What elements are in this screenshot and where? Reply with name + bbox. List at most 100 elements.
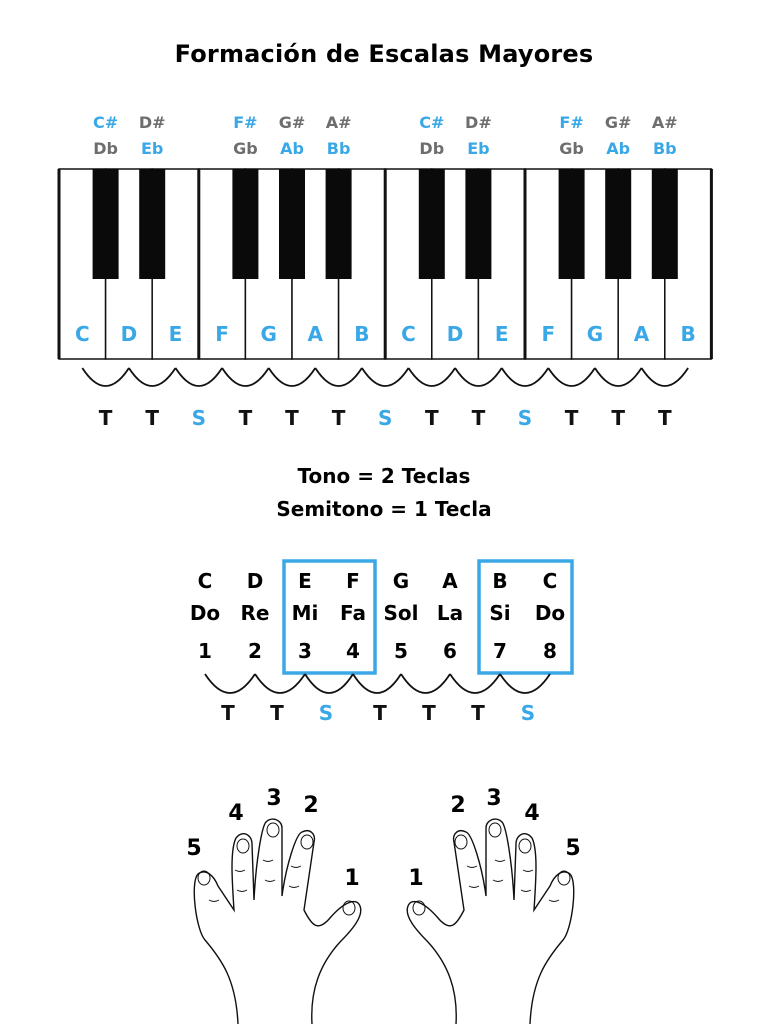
scale-degree: 8 [543, 639, 557, 663]
tone-label: T [611, 406, 626, 430]
black-key [418, 169, 445, 279]
flat-label: Bb [326, 139, 351, 158]
note-letter: D [246, 569, 264, 593]
scale-tone-label: T [221, 701, 235, 725]
scale-step-arc [449, 673, 501, 694]
step-arc [407, 367, 456, 387]
note-solfege: La [436, 601, 464, 625]
sharp-label: D# [465, 113, 492, 132]
note-letter: F [346, 569, 360, 593]
note-letter: B [492, 569, 508, 593]
black-key [651, 169, 678, 279]
flat-label: Eb [140, 139, 164, 158]
sharp-label: G# [604, 113, 632, 132]
flat-label: Ab [606, 139, 631, 158]
hands-illustration [193, 818, 575, 1024]
step-arc [128, 367, 177, 387]
step-arc [174, 367, 223, 387]
scale-tone-label: T [422, 701, 436, 725]
note-letter: G [392, 569, 410, 593]
tone-label: T [331, 406, 346, 430]
white-key-label: F [215, 322, 229, 346]
flat-label: Db [93, 139, 118, 158]
black-key [279, 169, 305, 279]
white-key-label: G [587, 322, 603, 346]
tone-label: T [657, 406, 672, 430]
scale-tone-label: T [373, 701, 387, 725]
scale-semitone-label: S [318, 701, 334, 725]
black-key [232, 169, 259, 279]
white-key-label: B [680, 322, 695, 346]
black-key [325, 169, 352, 279]
step-arc [500, 367, 550, 387]
scale-degree: 5 [394, 639, 408, 663]
white-key-label: D [447, 322, 464, 346]
scale-step-arc [204, 673, 256, 694]
legend-tono: Tono = 2 Teclas [297, 464, 471, 488]
scale-step-arc [254, 673, 306, 694]
left-finger-number: 3 [266, 786, 282, 811]
step-arc [594, 367, 643, 387]
note-letter: A [442, 569, 458, 593]
sharp-label: F# [559, 113, 584, 132]
left-finger-number: 2 [303, 793, 319, 818]
sharp-label: G# [278, 113, 306, 132]
scale-degree: 4 [346, 639, 360, 663]
scale-degree: 6 [443, 639, 457, 663]
tone-label: T [238, 406, 253, 430]
semitone-highlight-box [477, 559, 574, 675]
tone-label: T [98, 406, 113, 430]
white-key-label: G [260, 322, 276, 346]
white-key-label: A [308, 322, 324, 346]
flat-label: Bb [652, 139, 677, 158]
semitone-label: S [191, 406, 206, 430]
scale-tone-label: T [270, 701, 284, 725]
note-letter: E [298, 569, 312, 593]
scale-step-arc [400, 673, 451, 694]
step-arc [81, 367, 130, 387]
white-key-label: F [541, 322, 555, 346]
black-key [605, 169, 632, 279]
semitone-label: S [377, 406, 393, 430]
scale-tone-label: T [471, 701, 485, 725]
flat-label: Db [419, 139, 445, 158]
left-finger-number: 1 [344, 866, 360, 891]
black-key [92, 169, 119, 279]
step-arc [361, 367, 410, 387]
note-letter: C [542, 569, 558, 593]
scale-semitone-label: S [520, 701, 536, 725]
scale-degree: 2 [248, 639, 262, 663]
sharp-label: A# [325, 113, 352, 132]
tone-label: T [145, 406, 160, 430]
note-solfege: Re [240, 601, 270, 625]
sharp-label: A# [651, 113, 678, 132]
left-finger-number: 5 [186, 836, 202, 861]
scale-degree: 3 [298, 639, 312, 663]
right-finger-number: 3 [486, 786, 502, 811]
black-key [139, 169, 166, 279]
flat-label: Gb [233, 139, 258, 158]
flat-label: Eb [467, 139, 490, 158]
black-key [465, 169, 492, 279]
scale-degree: 7 [493, 639, 507, 663]
flat-label: Ab [280, 139, 304, 158]
tone-label: T [471, 406, 486, 430]
scale-step-arc [304, 673, 354, 694]
white-key-label: E [495, 322, 509, 346]
white-key-label: D [121, 322, 138, 346]
left-finger-number: 4 [228, 801, 244, 826]
left-hand [193, 818, 362, 1024]
sharp-label: D# [138, 113, 166, 132]
scale-table-graphics [204, 559, 574, 694]
step-arc [314, 367, 363, 387]
step-arc [221, 367, 270, 387]
page-title: Formación de Escalas Mayores [174, 40, 594, 68]
flat-label: Gb [559, 139, 584, 158]
right-hand [406, 818, 575, 1024]
note-solfege: Si [489, 601, 511, 625]
white-key-label: A [634, 322, 650, 346]
semitone-label: S [517, 406, 533, 430]
black-key [558, 169, 585, 279]
semitone-highlight-box [282, 559, 377, 675]
